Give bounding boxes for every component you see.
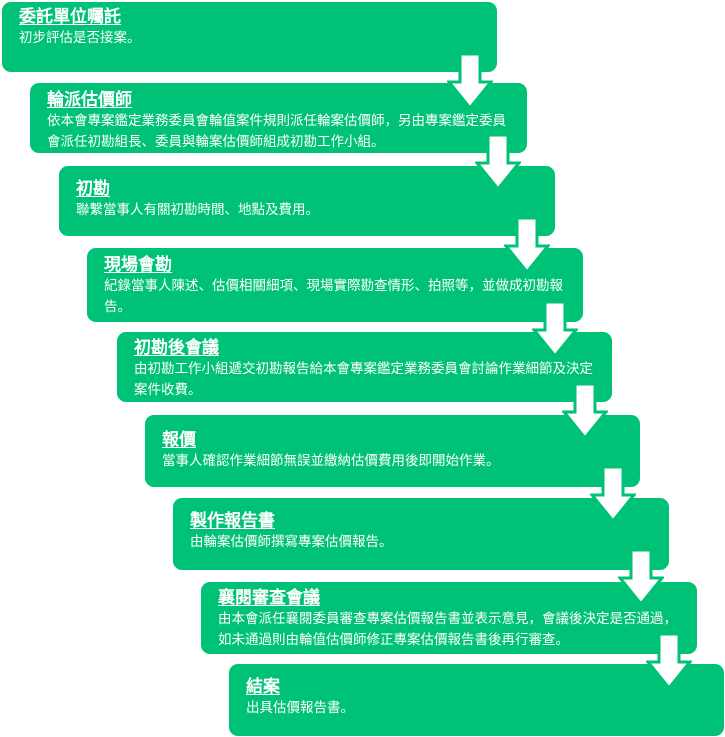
down-arrow-icon xyxy=(562,382,608,440)
down-arrow-icon xyxy=(590,465,636,523)
step-4-title: 現場會勘 xyxy=(104,255,172,275)
step-6-description: 當事人確認作業細節無誤並繳納估價費用後即開始作業。 xyxy=(162,453,500,469)
step-6-box: 報價 當事人確認作業細節無誤並繳納估價費用後即開始作業。 xyxy=(145,415,640,487)
step-8-title: 襄閱審查會議 xyxy=(218,588,320,608)
step-7-box: 製作報告書 由輪案估價師撰寫專案估價報告。 xyxy=(173,498,669,570)
step-5-title: 初勘後會議 xyxy=(134,338,219,358)
down-arrow-icon xyxy=(475,133,521,191)
step-2-box: 輪派估價師 依本會專案鑑定業務委員會輪值案件規則派任輪案估價師，另由專案鑑定委員… xyxy=(30,83,527,153)
step-2-title: 輪派估價師 xyxy=(47,90,132,110)
step-9-box: 結案 出具估價報告書。 xyxy=(229,664,724,736)
down-arrow-icon xyxy=(532,300,578,358)
step-7-title: 製作報告書 xyxy=(190,511,275,531)
step-8-box: 襄閱審查會議 由本會派任襄閱委員審查專案估價報告書並表示意見，會議後決定是否通過… xyxy=(201,582,697,654)
down-arrow-icon xyxy=(447,52,493,110)
step-5-description: 由初勘工作小組遞交初勘報告給本會專案鑑定業務委員會討論作業細節及決定案件收費。 xyxy=(134,361,593,398)
down-arrow-icon xyxy=(646,632,692,690)
step-5-box: 初勘後會議 由初勘工作小組遞交初勘報告給本會專案鑑定業務委員會討論作業細節及決定… xyxy=(117,332,612,402)
down-arrow-icon xyxy=(504,216,550,274)
step-3-box: 初勘 聯繫當事人有關初勘時間、地點及費用。 xyxy=(59,166,555,236)
step-9-title: 結案 xyxy=(246,677,280,697)
step-4-box: 現場會勘 紀錄當事人陳述、估價相關細項、現場實際勘查情形、拍照等，並做成初勘報告… xyxy=(87,248,583,322)
step-2-description: 依本會專案鑑定業務委員會輪值案件規則派任輪案估價師，另由專案鑑定委員會派任初勘組… xyxy=(47,113,506,150)
step-6-title: 報價 xyxy=(162,430,196,450)
down-arrow-icon xyxy=(618,548,664,606)
step-1-description: 初步評估是否接案。 xyxy=(19,30,141,46)
step-9-description: 出具估價報告書。 xyxy=(246,700,354,716)
step-1-box: 委託單位囑託 初步評估是否接案。 xyxy=(2,2,497,72)
step-4-description: 紀錄當事人陳述、估價相關細項、現場實際勘查情形、拍照等，並做成初勘報告。 xyxy=(104,278,563,315)
step-1-title: 委託單位囑託 xyxy=(19,7,121,27)
step-3-description: 聯繫當事人有關初勘時間、地點及費用。 xyxy=(76,202,319,218)
step-3-title: 初勘 xyxy=(76,179,110,199)
step-7-description: 由輪案估價師撰寫專案估價報告。 xyxy=(190,534,393,550)
step-8-description: 由本會派任襄閱委員審查專案估價報告書並表示意見，會議後決定是否通過，如未通過則由… xyxy=(218,611,677,648)
